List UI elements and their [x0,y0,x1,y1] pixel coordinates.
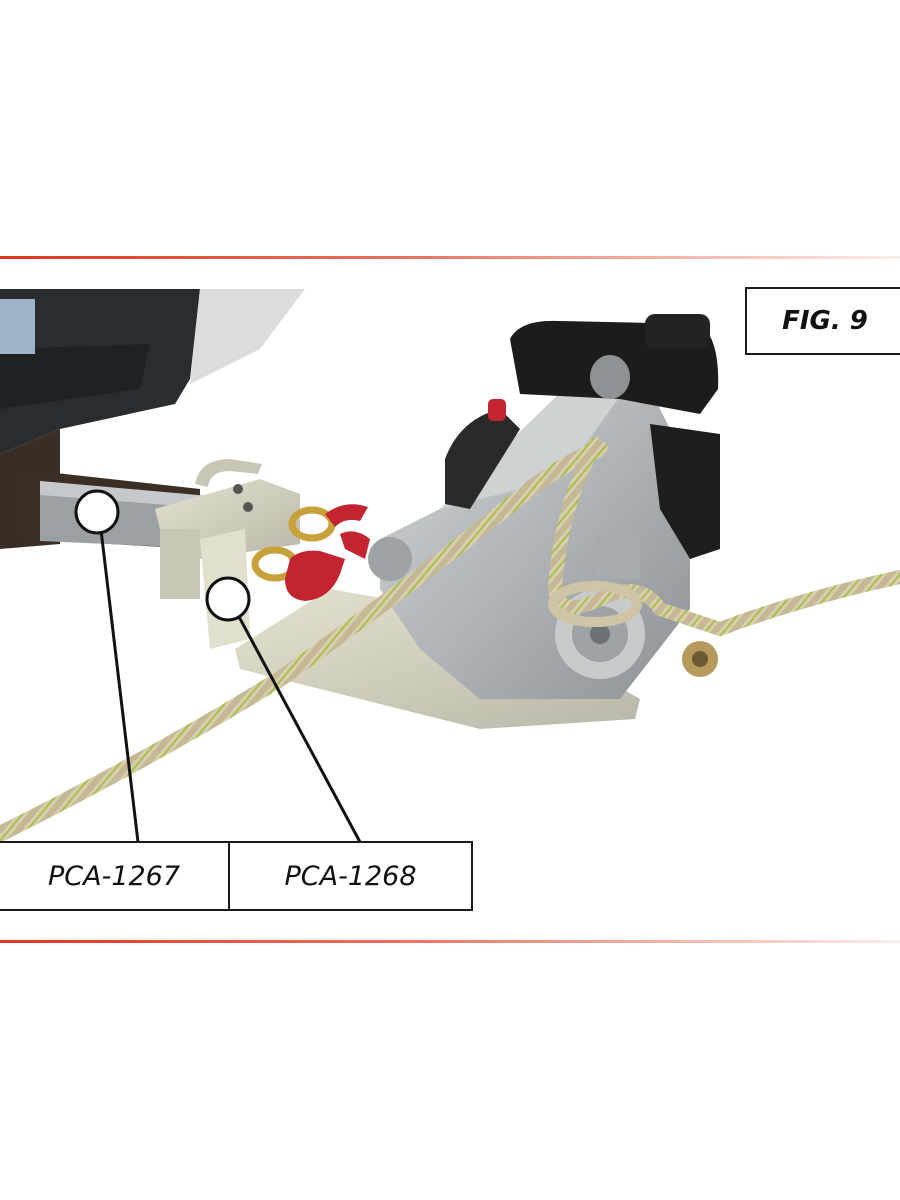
part-number-pca-1267: PCA-1267 [47,860,181,892]
winch-photo [0,259,900,940]
engine [445,314,720,559]
part-number-table: PCA-1267 PCA-1268 [0,841,473,911]
vehicle-bumper [0,289,305,549]
rope-capstan-wrap [547,437,900,637]
part-number-pca-1268: PCA-1268 [228,843,471,909]
red-hooks [251,504,370,601]
top-accent-rule [0,256,900,259]
bottom-accent-rule [0,940,900,943]
figure-label: FIG. 9 [745,287,900,355]
